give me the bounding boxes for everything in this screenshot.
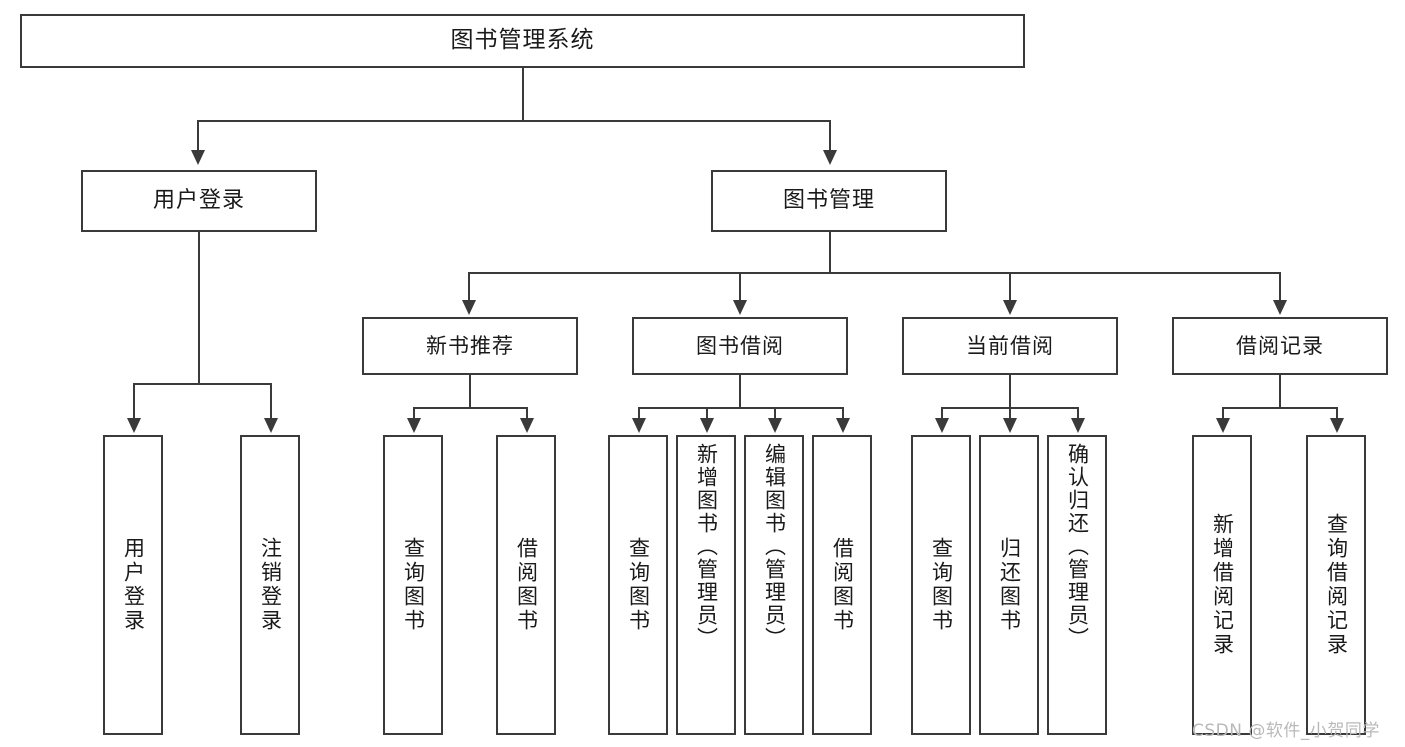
leaf-label: 借阅图书: [514, 537, 539, 633]
node-label: 图书管理: [782, 188, 875, 214]
arrowhead-bb-leaf-4: [836, 418, 850, 433]
connector-cb-to-leaf-1: [941, 407, 943, 418]
connector-root-stem: [522, 68, 524, 121]
arrowhead-leaf-user-login: [127, 418, 141, 433]
leaf-cb-return-book[interactable]: 归还图书: [979, 435, 1039, 735]
arrowhead-leaf-logout: [264, 418, 278, 433]
connector-user-login-bus: [133, 383, 270, 385]
leaf-label: 新增借阅记录: [1210, 513, 1235, 657]
leaf-bb-borrow-book[interactable]: 借阅图书: [812, 435, 872, 735]
leaf-bb-add-book-admin[interactable]: 新增图书（管理员）: [676, 435, 736, 735]
arrowhead-user-login: [191, 150, 205, 165]
arrowhead-bb-leaf-1: [632, 418, 646, 433]
leaf-nb-borrow-book[interactable]: 借阅图书: [496, 435, 556, 735]
connector-to-current-borrow: [1009, 272, 1011, 300]
arrowhead-nb-leaf-2: [520, 418, 534, 433]
arrowhead-cb-leaf-2: [1003, 418, 1017, 433]
leaf-cb-confirm-return-admin[interactable]: 确认归还（管理员）: [1047, 435, 1107, 735]
connector-borrow-record-bus: [1222, 407, 1336, 409]
connector-new-book-to-leaf-1: [413, 407, 415, 418]
leaf-label: 查询借阅记录: [1324, 513, 1349, 657]
connector-bb-to-leaf-3: [774, 407, 776, 418]
connector-root-to-book-mgmt: [829, 120, 831, 150]
connector-book-mgmt-bus: [468, 272, 1280, 274]
arrowhead-borrow-record: [1273, 300, 1287, 315]
leaf-label: 查询图书: [626, 537, 651, 633]
leaf-user-login[interactable]: 用户登录: [103, 435, 163, 735]
connector-user-login-to-leaf-2: [270, 383, 272, 418]
node-label: 图书借阅: [696, 333, 784, 358]
node-label: 借阅记录: [1236, 333, 1324, 358]
leaf-label: 新增图书（管理员）: [694, 443, 719, 650]
connector-root-to-user-login: [197, 120, 199, 150]
arrowhead-cb-leaf-1: [935, 418, 949, 433]
leaf-label: 归还图书: [997, 537, 1022, 633]
arrowhead-br-leaf-1: [1216, 418, 1230, 433]
node-user-login[interactable]: 用户登录: [81, 170, 317, 232]
leaf-nb-query-book[interactable]: 查询图书: [383, 435, 443, 735]
leaf-logout[interactable]: 注销登录: [240, 435, 300, 735]
arrowhead-bb-leaf-3: [768, 418, 782, 433]
arrowhead-br-leaf-2: [1330, 418, 1344, 433]
node-new-book-recommend[interactable]: 新书推荐: [362, 317, 578, 375]
arrowhead-current-borrow: [1003, 300, 1017, 315]
node-current-borrow[interactable]: 当前借阅: [902, 317, 1118, 375]
leaf-label: 注销登录: [258, 537, 283, 633]
arrowhead-book-borrow: [733, 300, 747, 315]
connector-cb-to-leaf-2: [1009, 407, 1011, 418]
node-label: 当前借阅: [966, 333, 1054, 358]
node-label: 新书推荐: [426, 333, 514, 358]
node-root-system[interactable]: 图书管理系统: [20, 14, 1025, 68]
connector-br-to-leaf-2: [1336, 407, 1338, 418]
connector-borrow-record-stem: [1279, 375, 1281, 408]
connector-bb-to-leaf-1: [638, 407, 640, 418]
leaf-br-query-record[interactable]: 查询借阅记录: [1306, 435, 1366, 735]
connector-new-book-to-leaf-2: [526, 407, 528, 418]
leaf-label: 查询图书: [401, 537, 426, 633]
node-borrow-record[interactable]: 借阅记录: [1172, 317, 1388, 375]
connector-user-login-stem: [198, 232, 200, 384]
connector-book-borrow-stem: [739, 375, 741, 408]
leaf-br-add-record[interactable]: 新增借阅记录: [1192, 435, 1252, 735]
leaf-label: 确认归还（管理员）: [1065, 443, 1090, 650]
arrowhead-bb-leaf-2: [700, 418, 714, 433]
arrowhead-new-book: [462, 300, 476, 315]
leaf-label: 借阅图书: [830, 537, 855, 633]
connector-current-borrow-stem: [1009, 375, 1011, 408]
node-book-borrow[interactable]: 图书借阅: [632, 317, 848, 375]
leaf-bb-query-book[interactable]: 查询图书: [608, 435, 668, 735]
connector-root-bus: [197, 120, 829, 122]
connector-book-mgmt-stem: [829, 232, 831, 273]
leaf-label: 编辑图书（管理员）: [762, 443, 787, 650]
connector-to-new-book: [468, 272, 470, 300]
watermark-text: CSDN @软件_小贺同学: [1192, 721, 1380, 741]
connector-new-book-bus: [413, 407, 526, 409]
connector-new-book-stem: [469, 375, 471, 408]
connector-br-to-leaf-1: [1222, 407, 1224, 418]
node-book-management[interactable]: 图书管理: [711, 170, 947, 232]
leaf-cb-query-book[interactable]: 查询图书: [911, 435, 971, 735]
connector-bb-to-leaf-2: [706, 407, 708, 418]
arrowhead-nb-leaf-1: [407, 418, 421, 433]
node-label: 图书管理系统: [450, 27, 595, 54]
connector-to-book-borrow: [739, 272, 741, 300]
arrowhead-cb-leaf-3: [1071, 418, 1085, 433]
connector-book-borrow-bus: [638, 407, 842, 409]
connector-user-login-to-leaf-1: [133, 383, 135, 418]
arrowhead-book-mgmt: [823, 150, 837, 165]
leaf-label: 用户登录: [121, 537, 146, 633]
csdn-watermark: CSDN @软件_小贺同学: [1192, 716, 1380, 741]
leaf-label: 查询图书: [929, 537, 954, 633]
node-label: 用户登录: [152, 188, 245, 214]
connector-to-borrow-record: [1279, 272, 1281, 300]
leaf-bb-edit-book-admin[interactable]: 编辑图书（管理员）: [744, 435, 804, 735]
connector-cb-to-leaf-3: [1077, 407, 1079, 418]
connector-bb-to-leaf-4: [842, 407, 844, 418]
